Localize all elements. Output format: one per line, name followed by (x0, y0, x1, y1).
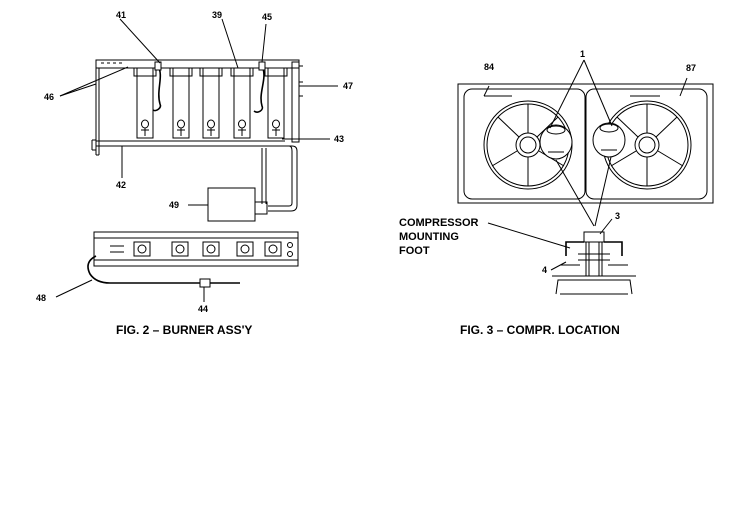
leader-48 (55, 279, 93, 298)
leader-41 (119, 18, 161, 64)
leader-3 (599, 218, 613, 235)
gas-line (268, 145, 298, 212)
leader-foot-b (594, 156, 612, 227)
callout-3: 3 (615, 211, 620, 221)
leader-87 (679, 77, 688, 97)
compressor-mounting-foot-detail (552, 231, 636, 295)
compressor-label-line-3: FOOT (399, 245, 430, 257)
fitting-44 (199, 278, 211, 288)
igniter-wire-41 (152, 65, 162, 112)
fig2-caption: FIG. 2 – BURNER ASS'Y (116, 323, 252, 337)
callout-49: 49 (169, 200, 179, 210)
sensor-wire-45 (253, 65, 265, 113)
leader-84 (483, 85, 490, 97)
compressor-2 (592, 122, 626, 158)
pilot-tube-48 (87, 255, 240, 284)
compressor-label-line-1: COMPRESSOR (399, 217, 479, 229)
burner-rail-lower-view (93, 231, 299, 267)
burner-tube-4 (230, 67, 254, 139)
leader-foot-a (555, 159, 595, 227)
callout-84: 84 (484, 62, 494, 72)
callout-46: 46 (44, 92, 54, 102)
compressor-label-line-2: MOUNTING (399, 231, 459, 243)
compressor-1 (539, 124, 573, 160)
gas-valve-49 (207, 187, 268, 222)
fig2-burner-assembly: 41 39 45 46 47 43 42 49 48 44 FIG. 2 – B… (36, 10, 353, 337)
callout-45: 45 (262, 12, 272, 22)
igniter-41 (154, 61, 162, 71)
leader-1a (549, 59, 585, 129)
callout-47: 47 (343, 81, 353, 91)
callout-87: 87 (686, 63, 696, 73)
callout-43: 43 (334, 134, 344, 144)
callout-42: 42 (116, 180, 126, 190)
leader-45 (261, 23, 267, 63)
fig3-caption: FIG. 3 – COMPR. LOCATION (460, 323, 620, 337)
burner-tube-1 (133, 67, 157, 139)
leader-39 (221, 18, 239, 69)
callout-1: 1 (580, 49, 585, 59)
flame-sensor-45 (258, 61, 266, 71)
leader-1b (583, 59, 613, 127)
burner-frame (91, 59, 303, 156)
burner-tube-3 (199, 67, 223, 139)
callout-48: 48 (36, 293, 46, 303)
burner-tube-2 (169, 67, 193, 139)
leader-mounting-foot (487, 222, 571, 249)
cabinet-outline (457, 83, 714, 204)
callout-41: 41 (116, 10, 126, 20)
callout-44: 44 (198, 304, 208, 314)
leader-46a (59, 83, 97, 97)
leader-46b (59, 66, 129, 97)
fig3-compressor-location: 1 84 87 3 4 COMPRESSOR MOUNTING FOOT FIG… (399, 49, 714, 337)
callout-39: 39 (212, 10, 222, 20)
leader-4 (550, 261, 567, 271)
callout-4: 4 (542, 265, 547, 275)
burner-tube-5 (264, 67, 288, 139)
